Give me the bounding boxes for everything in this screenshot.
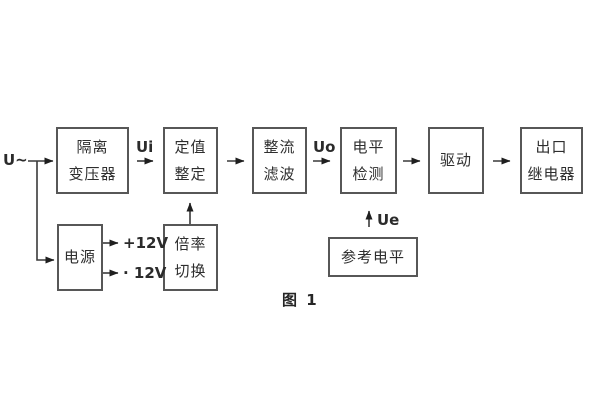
block-output-relay: 出口 继电器	[520, 127, 583, 194]
signal-label-input-voltage: U~	[3, 151, 28, 169]
block-level-detection: 电平 检测	[340, 127, 397, 194]
signal-label-uo: Uo	[313, 138, 336, 156]
block-label: 检测	[352, 164, 385, 183]
signal-label-plus-12v: +12V	[123, 234, 169, 252]
block-power-supply: 电源	[57, 224, 103, 291]
block-label: 电源	[63, 248, 96, 266]
signal-label-ue: Ue	[377, 211, 400, 229]
block-label: 参考电平	[340, 247, 405, 266]
block-label: 电平	[352, 137, 385, 156]
signal-label-minus-12v: · 12V	[123, 264, 167, 282]
block-label: 整定	[174, 164, 207, 183]
wire-input-branch-to-power	[36, 161, 55, 264]
block-label: 驱动	[439, 151, 472, 169]
block-label: 整流	[263, 137, 296, 156]
block-label: 倍率	[174, 234, 207, 253]
block-label: 出口	[535, 137, 568, 156]
block-label: 变压器	[68, 164, 117, 183]
block-label: 隔离	[76, 137, 109, 156]
block-isolation-transformer: 隔离 变压器	[56, 127, 129, 194]
block-label: 切换	[174, 261, 207, 280]
block-reference-level: 参考电平	[328, 237, 418, 277]
signal-label-ui: Ui	[136, 138, 154, 156]
block-ratio-switch: 倍率 切换	[163, 224, 218, 291]
block-rectifier-filter: 整流 滤波	[252, 127, 307, 194]
block-setpoint-setting: 定值 整定	[163, 127, 218, 194]
block-label: 滤波	[263, 164, 296, 183]
figure-caption: 图 1	[282, 291, 319, 309]
block-label: 继电器	[527, 164, 576, 183]
block-label: 定值	[174, 137, 207, 156]
block-drive: 驱动	[428, 127, 484, 194]
